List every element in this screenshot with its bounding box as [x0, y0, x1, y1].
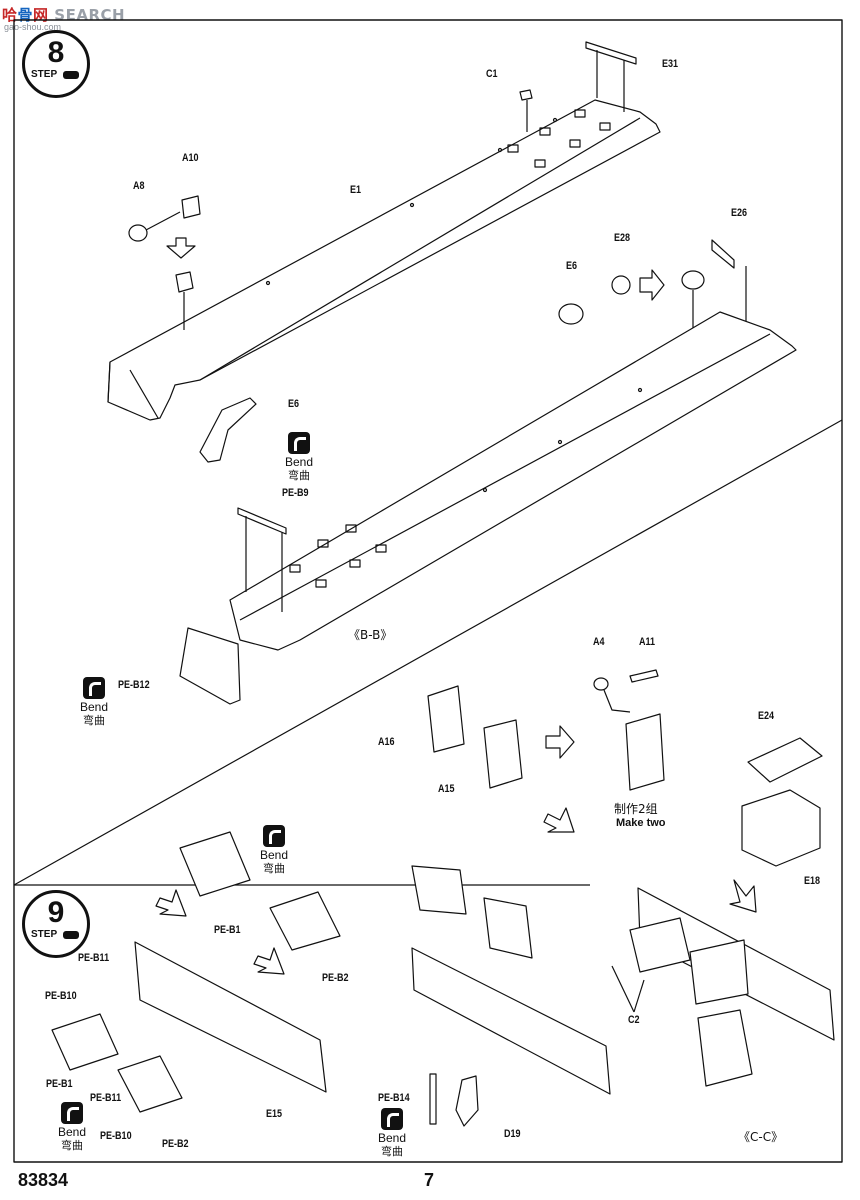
part-label-e6-right: E6	[566, 260, 578, 272]
part-label-e31: E31	[662, 58, 679, 70]
part-label-pe-b2-bottom: PE-B2	[162, 1138, 189, 1150]
view-label-c-c: 《C-C》	[738, 1130, 784, 1144]
make-two-note-en: Make two	[616, 817, 666, 829]
part-label-a4: A4	[593, 636, 605, 648]
part-label-pe-b2-top: PE-B2	[322, 972, 349, 984]
page-number: 7	[424, 1170, 435, 1190]
part-label-c1: C1	[486, 68, 498, 80]
part-label-a16: A16	[378, 736, 395, 748]
part-label-pe-b1-top: PE-B1	[214, 924, 241, 936]
part-label-c2: C2	[628, 1014, 640, 1026]
watermark-url: gao-shou.com	[4, 22, 62, 32]
bend-icon	[263, 825, 285, 847]
view-label-b-b: 《B-B》	[348, 628, 393, 642]
part-label-e6-left: E6	[288, 398, 300, 410]
part-label-e18: E18	[804, 875, 821, 887]
part-label-e24: E24	[758, 710, 775, 722]
part-label-pe-b9: PE-B9	[282, 487, 309, 499]
part-label-pe-b12: PE-B12	[118, 679, 150, 691]
part-label-e28: E28	[614, 232, 631, 244]
make-two-note-zh: 制作2组	[614, 802, 658, 816]
kit-number: 83834	[18, 1170, 69, 1190]
part-label-e15: E15	[266, 1108, 283, 1120]
bend-icon	[381, 1108, 403, 1130]
part-label-a10: A10	[182, 152, 199, 164]
bend-icon	[83, 677, 105, 699]
part-label-e26: E26	[731, 207, 748, 219]
part-label-pe-b10-left: PE-B10	[45, 990, 77, 1002]
part-label-a15: A15	[438, 783, 455, 795]
part-label-a11: A11	[639, 636, 656, 648]
bend-icon	[61, 1102, 83, 1124]
part-label-a8: A8	[133, 180, 145, 192]
part-label-pe-b11-bottom: PE-B11	[90, 1092, 122, 1104]
part-label-e1: E1	[350, 184, 362, 196]
part-label-pe-b14: PE-B14	[378, 1092, 410, 1104]
part-label-pe-b10-bottom: PE-B10	[100, 1130, 132, 1142]
bend-icon	[288, 432, 310, 454]
part-label-d19: D19	[504, 1128, 521, 1140]
part-label-pe-b1-left: PE-B1	[46, 1078, 73, 1090]
part-label-pe-b11-left: PE-B11	[78, 952, 110, 964]
